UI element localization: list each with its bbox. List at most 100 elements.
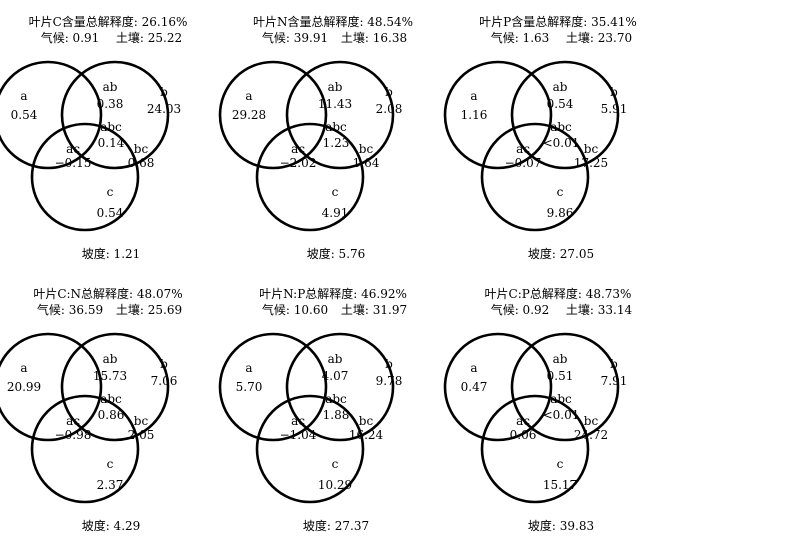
soil-label: 土壤: 31.97 [341,302,407,317]
region-ab-name: ab [328,352,343,366]
circle-b [510,60,620,170]
region-abc-name: abc [100,392,122,406]
region-abc-value: 1.23 [323,136,350,150]
venn-panel-5: 叶片N:P总解释度: 46.92%气候: 10.60 土壤: 31.97 坡度: 2… [218,286,407,533]
climate-label: 气候: 39.91 [262,30,328,45]
region-c-name: c [107,457,114,471]
slope-label: 坡度: 39.83 [528,518,594,533]
slope-label: 坡度: 27.37 [303,518,369,533]
region-b-value: 9.78 [376,374,403,388]
soil-label: 土壤: 33.14 [566,302,633,317]
region-c-value: 9.86 [547,206,574,220]
soil-label: 土壤: 25.22 [116,30,182,45]
region-c-name: c [332,185,339,199]
region-b-value: 7.91 [601,374,628,388]
circle-a [0,60,103,170]
region-ac-name: ac [291,142,305,156]
region-abc-value: 0.86 [98,408,125,422]
region-ac-value: −2.02 [280,156,317,170]
region-bc-name: bc [359,414,374,428]
region-c-name: c [557,457,564,471]
region-bc-value: 2.05 [128,428,155,442]
region-b-value: 7.06 [151,374,178,388]
region-c-value: 15.17 [543,478,577,492]
region-a-value: 5.70 [236,380,263,394]
region-a-name: a [470,89,477,103]
region-bc-name: bc [584,142,599,156]
region-ab-name: ab [103,352,118,366]
region-abc-name: abc [550,392,572,406]
region-b-name: b [610,357,618,371]
circle-c [30,394,140,504]
region-bc-value: 24.72 [574,428,608,442]
slope-label: 坡度: 1.21 [82,246,141,261]
circle-a [218,332,328,442]
circle-c [30,122,140,232]
region-abc-value: <0.01 [543,408,580,422]
circle-c [255,122,365,232]
region-abc-value: 1.88 [323,408,350,422]
region-b-name: b [385,357,393,371]
circle-c [255,394,365,504]
soil-label: 土壤: 16.38 [341,30,407,45]
region-a-value: 1.16 [461,108,488,122]
panel-title: 叶片P含量总解释度: 35.41% [479,14,637,29]
region-c-name: c [557,185,564,199]
climate-label: 气候: 10.60 [262,302,328,317]
region-abc-name: abc [325,392,347,406]
region-abc-value: <0.01 [543,136,580,150]
circle-b [285,60,395,170]
region-b-name: b [160,357,168,371]
region-ab-value: 11.43 [318,97,352,111]
region-c-name: c [332,457,339,471]
region-ac-name: ac [516,414,530,428]
region-bc-name: bc [134,414,149,428]
panel-title: 叶片N含量总解释度: 48.54% [253,14,413,29]
region-ac-value: −0.15 [55,156,92,170]
region-b-name: b [610,85,618,99]
circle-b [60,60,170,170]
region-ab-name: ab [328,80,343,94]
region-bc-value: 17.25 [574,156,608,170]
region-bc-value: 1.64 [353,156,380,170]
circle-a [443,332,553,442]
region-ac-name: ac [291,414,305,428]
region-a-name: a [20,361,27,375]
region-abc-name: abc [100,120,122,134]
region-a-name: a [245,361,252,375]
region-abc-value: 0.14 [98,136,125,150]
region-ac-name: ac [516,142,530,156]
region-ac-value: −1.04 [280,428,317,442]
circle-c [480,394,590,504]
slope-label: 坡度: 27.05 [528,246,594,261]
region-ac-name: ac [66,142,80,156]
panel-title: 叶片N:P总解释度: 46.92% [259,286,407,301]
region-ab-value: 4.07 [322,369,349,383]
climate-label: 气候: 1.63 [491,30,550,45]
panel-title: 叶片C:P总解释度: 48.73% [485,286,632,301]
region-bc-value: 16.24 [349,428,384,442]
region-ac-name: ac [66,414,80,428]
region-ab-value: 0.51 [547,369,574,383]
region-abc-name: abc [550,120,572,134]
region-b-name: b [385,85,393,99]
region-ab-value: 0.38 [97,97,124,111]
region-ab-name: ab [103,80,118,94]
region-b-value: 24.03 [147,102,181,116]
region-c-name: c [107,185,114,199]
region-a-name: a [245,89,252,103]
region-a-value: 20.99 [7,380,41,394]
region-c-value: 4.91 [322,206,349,220]
region-bc-name: bc [584,414,599,428]
region-c-value: 2.37 [97,478,124,492]
circle-c [480,122,590,232]
region-b-value: 2.08 [376,102,403,116]
region-ab-name: ab [553,80,568,94]
region-bc-name: bc [134,142,149,156]
circle-a [443,60,553,170]
region-a-value: 0.54 [11,108,38,122]
